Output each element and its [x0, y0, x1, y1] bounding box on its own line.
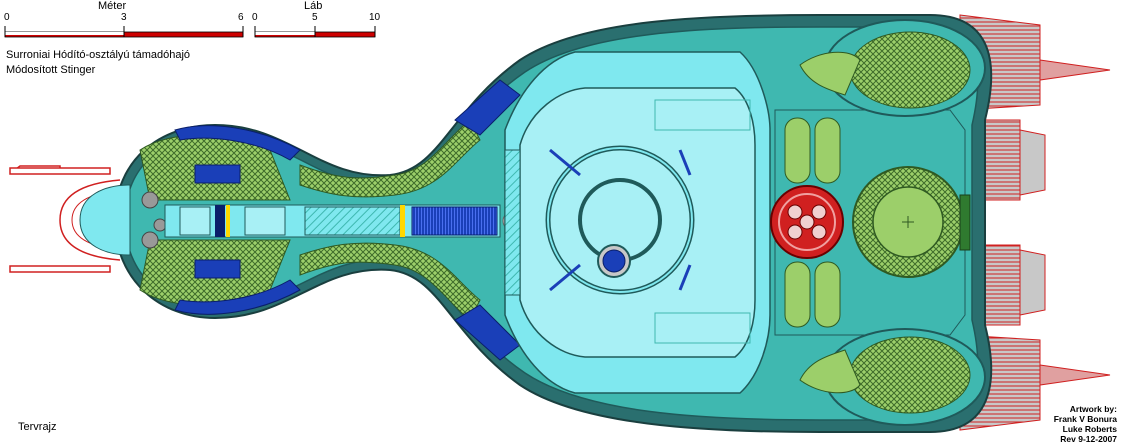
- imperial-tick-10: 10: [369, 12, 381, 23]
- forward-cannons: [9, 165, 121, 273]
- engineering-section: [770, 109, 971, 336]
- ship-title: Surroniai Hódító-osztályú támadóhajó: [6, 49, 191, 61]
- metric-tick-6: 6: [238, 12, 244, 23]
- metric-scale-unit: Méter: [98, 0, 127, 12]
- artwork-credits: Artwork by: Frank V Bonura Luke Roberts …: [1054, 404, 1117, 444]
- metric-tick-3: 3: [121, 12, 127, 23]
- neck-machinery: [299, 79, 521, 361]
- imperial-scale-unit: Láb: [304, 0, 323, 12]
- credit-line: Rev 9-12-2007: [1060, 434, 1117, 444]
- credit-line: Artwork by:: [1069, 404, 1117, 414]
- forward-section: [79, 125, 301, 315]
- imperial-tick-0: 0: [252, 12, 258, 23]
- central-corridor: [164, 204, 522, 238]
- credit-line: Frank V Bonura: [1053, 414, 1117, 424]
- ship-subtitle: Módosított Stinger: [6, 64, 96, 76]
- imperial-scale-bar: [254, 26, 376, 38]
- engine-pods: [799, 19, 986, 426]
- metric-scale-bar: [4, 26, 244, 38]
- metric-tick-0: 0: [4, 12, 10, 23]
- imperial-tick-5: 5: [312, 12, 318, 23]
- blueprint-caption: Tervrajz: [18, 421, 57, 433]
- main-deck: [504, 51, 771, 394]
- credit-line: Luke Roberts: [1062, 424, 1117, 434]
